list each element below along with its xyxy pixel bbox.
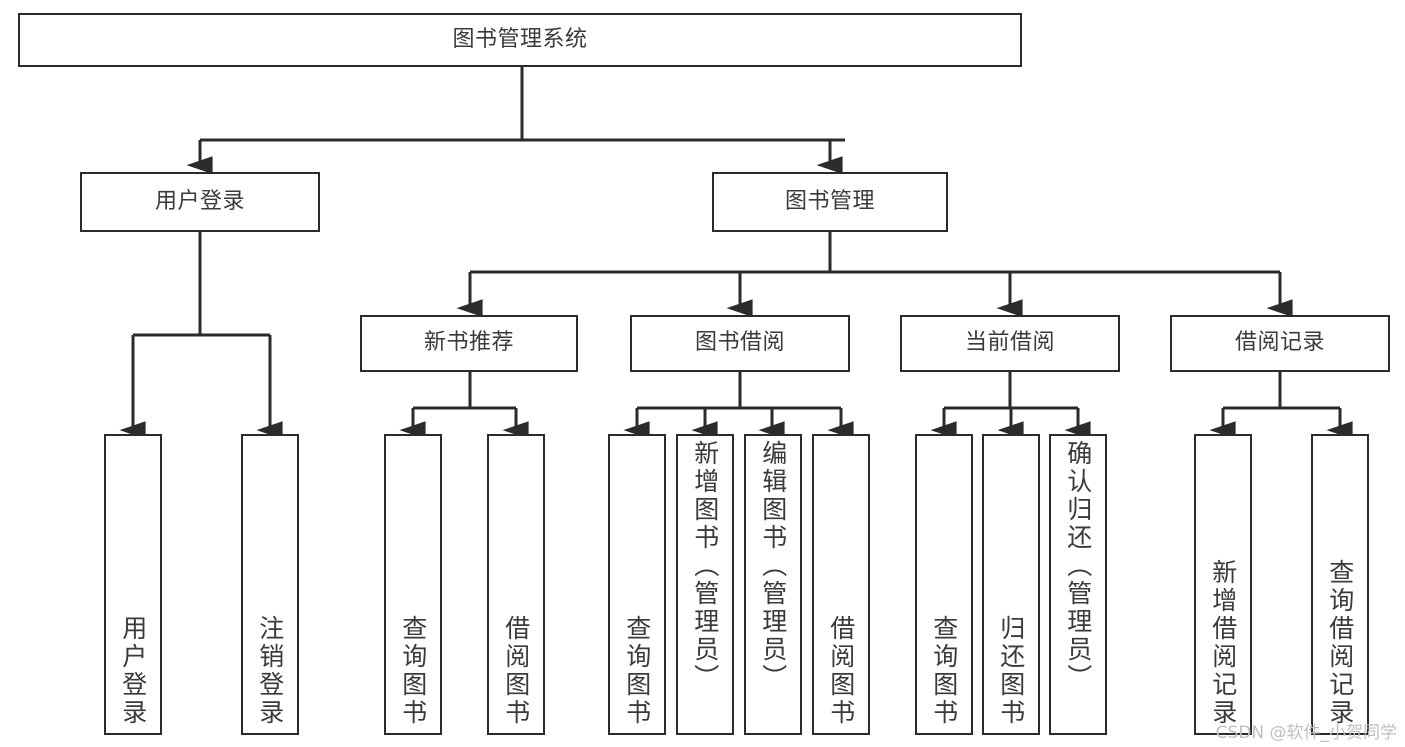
node-label: 当前借阅	[964, 330, 1055, 356]
leaf-query-borrow-record[interactable]: 查询借阅记录	[1311, 434, 1369, 735]
node-current-borrow[interactable]: 当前借阅	[900, 315, 1120, 372]
leaf-add-borrow-record[interactable]: 新增借阅记录	[1194, 434, 1252, 735]
leaf-borrow-book-recommend[interactable]: 借阅图书	[487, 434, 545, 735]
node-label: 归还图书	[996, 615, 1026, 727]
node-label: 图书管理系统	[452, 26, 588, 52]
leaf-query-book-current[interactable]: 查询图书	[915, 434, 973, 735]
leaf-user-login[interactable]: 用户登录	[104, 434, 162, 735]
node-borrow-record[interactable]: 借阅记录	[1170, 315, 1390, 372]
node-label: 查询图书	[398, 615, 428, 727]
leaf-query-book[interactable]: 查询图书	[608, 434, 666, 735]
node-book-management[interactable]: 图书管理	[712, 172, 948, 232]
node-label: 用户登录	[118, 615, 148, 727]
node-label: 注销登录	[255, 615, 285, 727]
leaf-confirm-return-admin[interactable]: 确认归还（管理员）	[1049, 434, 1107, 735]
node-new-book-recommend[interactable]: 新书推荐	[360, 315, 578, 372]
node-label: 借阅记录	[1234, 330, 1325, 356]
node-label: 查询图书	[622, 615, 652, 727]
leaf-borrow-book[interactable]: 借阅图书	[812, 434, 870, 735]
node-label: 新增图书（管理员）	[690, 440, 720, 692]
leaf-query-book-recommend[interactable]: 查询图书	[384, 434, 442, 735]
leaf-edit-book-admin[interactable]: 编辑图书（管理员）	[744, 434, 802, 735]
node-label: 确认归还（管理员）	[1063, 440, 1093, 692]
leaf-logout-login[interactable]: 注销登录	[241, 434, 299, 735]
node-user-login[interactable]: 用户登录	[80, 172, 320, 232]
node-label: 借阅图书	[501, 615, 531, 727]
node-label: 查询借阅记录	[1325, 559, 1355, 727]
node-label: 新书推荐	[423, 330, 514, 356]
watermark: CSDN @软件_小贺同学	[1215, 723, 1397, 743]
node-label: 新增借阅记录	[1208, 559, 1238, 727]
node-label: 借阅图书	[826, 615, 856, 727]
leaf-add-book-admin[interactable]: 新增图书（管理员）	[676, 434, 734, 735]
node-label: 图书管理	[784, 188, 875, 214]
node-label: 用户登录	[154, 188, 245, 214]
node-root-system[interactable]: 图书管理系统	[18, 13, 1022, 67]
leaf-return-book[interactable]: 归还图书	[982, 434, 1040, 735]
node-label: 编辑图书（管理员）	[758, 440, 788, 692]
node-label: 图书借阅	[694, 330, 785, 356]
node-label: 查询图书	[929, 615, 959, 727]
node-book-borrow[interactable]: 图书借阅	[630, 315, 850, 372]
